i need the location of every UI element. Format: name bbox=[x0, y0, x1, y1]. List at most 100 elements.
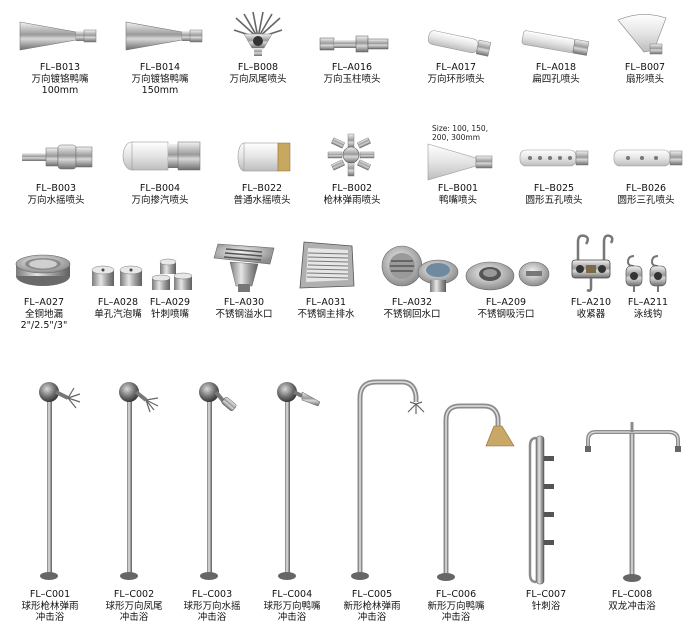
product-extra: 150mm bbox=[141, 85, 179, 96]
product-code: FL–B026 bbox=[625, 183, 667, 194]
multi-jet-nozzle-icon bbox=[324, 132, 378, 178]
product-name: 万向镀铬鸭嘴 bbox=[31, 73, 89, 85]
product-code: FL–A016 bbox=[331, 62, 373, 73]
product-code: FL–B001 bbox=[437, 183, 479, 194]
product-code: FL–C006 bbox=[435, 589, 477, 600]
product-code: FL–C008 bbox=[611, 589, 653, 600]
product-code: FL–B014 bbox=[139, 62, 181, 73]
product-extra: 冲击浴 bbox=[277, 612, 307, 623]
product-name: 单孔汽泡嘴 bbox=[94, 308, 142, 320]
product-name: 针刺喷嘴 bbox=[150, 308, 190, 320]
product-code: FL–A211 bbox=[627, 297, 669, 308]
product-code: FL–C003 bbox=[191, 589, 233, 600]
product-name: 万向掺汽喷头 bbox=[131, 194, 189, 206]
product-name: 扁四孔喷头 bbox=[532, 73, 580, 85]
product-extra: 2"/2.5"/3" bbox=[20, 320, 68, 331]
product-code: FL–A018 bbox=[535, 62, 577, 73]
main-drain-icon bbox=[296, 240, 358, 292]
return-inlet-icon bbox=[380, 244, 462, 294]
needle-shower-column-icon bbox=[526, 434, 560, 586]
product-name: 普通水摇喷头 bbox=[233, 194, 291, 206]
ball-shower-icon bbox=[114, 376, 164, 582]
product-code: FL–B004 bbox=[139, 183, 181, 194]
product-name: 万向水摇喷头 bbox=[27, 194, 85, 206]
product-name: 不锈钢吸污口 bbox=[477, 308, 535, 320]
product-code: FL–C004 bbox=[271, 589, 313, 600]
product-code: FL–B007 bbox=[624, 62, 666, 73]
ball-shower-icon bbox=[194, 376, 244, 582]
product-name: 万向镀铬鸭嘴 bbox=[131, 73, 189, 85]
product-extra: 冲击浴 bbox=[35, 612, 65, 623]
product-extra: 冲击浴 bbox=[357, 612, 387, 623]
gooseneck-shower-icon bbox=[350, 376, 434, 582]
water-swing-nozzle-icon bbox=[236, 140, 294, 174]
overflow-outlet-icon bbox=[212, 240, 278, 294]
product-extra: 冲击浴 bbox=[441, 612, 471, 623]
product-code: FL–A032 bbox=[391, 297, 433, 308]
product-code: FL–B022 bbox=[241, 183, 283, 194]
aerating-nozzle-icon bbox=[120, 138, 204, 174]
product-code: FL–A027 bbox=[23, 297, 65, 308]
duck-nozzle-icon bbox=[18, 18, 98, 54]
product-name: 新形枪林弹雨 bbox=[343, 600, 401, 612]
product-code: FL–C002 bbox=[113, 589, 155, 600]
product-name: 球形枪林弹雨 bbox=[21, 600, 79, 612]
ball-shower-icon bbox=[34, 376, 84, 582]
vacuum-inlet-icon bbox=[464, 254, 552, 294]
product-name: 全铜地漏 bbox=[24, 308, 63, 320]
phoenix-tail-nozzle-icon bbox=[230, 8, 286, 58]
duck-nozzle-icon bbox=[424, 142, 496, 182]
product-name: 不锈钢回水口 bbox=[383, 308, 441, 320]
product-code: FL–C005 bbox=[351, 589, 393, 600]
product-code: FL–B002 bbox=[331, 183, 373, 194]
tensioner-icon bbox=[566, 232, 616, 294]
needle-nozzle-icon bbox=[150, 258, 194, 294]
product-code: FL–B013 bbox=[39, 62, 81, 73]
size-note: Size: 100, 150, 200, 300mm bbox=[432, 124, 489, 142]
product-name: 不锈钢溢水口 bbox=[215, 308, 273, 320]
double-dragon-shower-icon bbox=[582, 418, 688, 584]
product-code: FL–A017 bbox=[435, 62, 477, 73]
product-code: FL–C007 bbox=[525, 589, 567, 600]
product-name: 圆形三孔喷头 bbox=[617, 194, 675, 206]
floor-drain-icon bbox=[14, 254, 72, 288]
product-name: 枪林弹雨喷头 bbox=[323, 194, 381, 206]
product-code: FL–A030 bbox=[223, 297, 265, 308]
ring-nozzle-icon bbox=[424, 28, 494, 58]
round-five-hole-nozzle-icon bbox=[518, 148, 590, 168]
round-three-hole-nozzle-icon bbox=[612, 148, 684, 168]
product-extra: 冲击浴 bbox=[197, 612, 227, 623]
product-code: FL–B003 bbox=[35, 183, 77, 194]
product-code: FL–A028 bbox=[97, 297, 139, 308]
jade-column-nozzle-icon bbox=[318, 32, 390, 56]
product-name: 新形万向鸭嘴 bbox=[427, 600, 485, 612]
product-code: FL–A209 bbox=[485, 297, 527, 308]
flat-four-hole-nozzle-icon bbox=[520, 30, 592, 58]
duck-nozzle-icon bbox=[124, 18, 204, 54]
product-name: 圆形五孔喷头 bbox=[525, 194, 583, 206]
bubble-nozzle-icon bbox=[90, 262, 148, 294]
ball-shower-icon bbox=[272, 376, 324, 582]
product-name: 万向凤尾喷头 bbox=[229, 73, 287, 85]
fan-nozzle-icon bbox=[614, 10, 672, 56]
product-code: FL–A210 bbox=[570, 297, 612, 308]
gooseneck-fan-shower-icon bbox=[436, 400, 520, 582]
product-code: FL–C001 bbox=[29, 589, 71, 600]
product-name: 泳线钩 bbox=[633, 308, 663, 320]
product-code: FL–B008 bbox=[237, 62, 279, 73]
product-code: FL–B025 bbox=[533, 183, 575, 194]
product-name: 针刺浴 bbox=[531, 600, 561, 612]
product-extra: 冲击浴 bbox=[119, 612, 149, 623]
product-name: 双龙冲击浴 bbox=[608, 600, 656, 612]
product-name: 球形万向凤尾 bbox=[105, 600, 163, 612]
product-name: 扇形喷头 bbox=[625, 73, 665, 85]
product-code: FL–A031 bbox=[305, 297, 347, 308]
product-name: 万向玉柱喷头 bbox=[323, 73, 381, 85]
product-name: 不锈钢主排水 bbox=[297, 308, 355, 320]
product-extra: 100mm bbox=[41, 85, 79, 96]
product-name: 收紧器 bbox=[576, 308, 606, 320]
product-name: 球形万向鸭嘴 bbox=[263, 600, 321, 612]
lane-hook-icon bbox=[620, 252, 674, 296]
product-code: FL–A029 bbox=[149, 297, 191, 308]
